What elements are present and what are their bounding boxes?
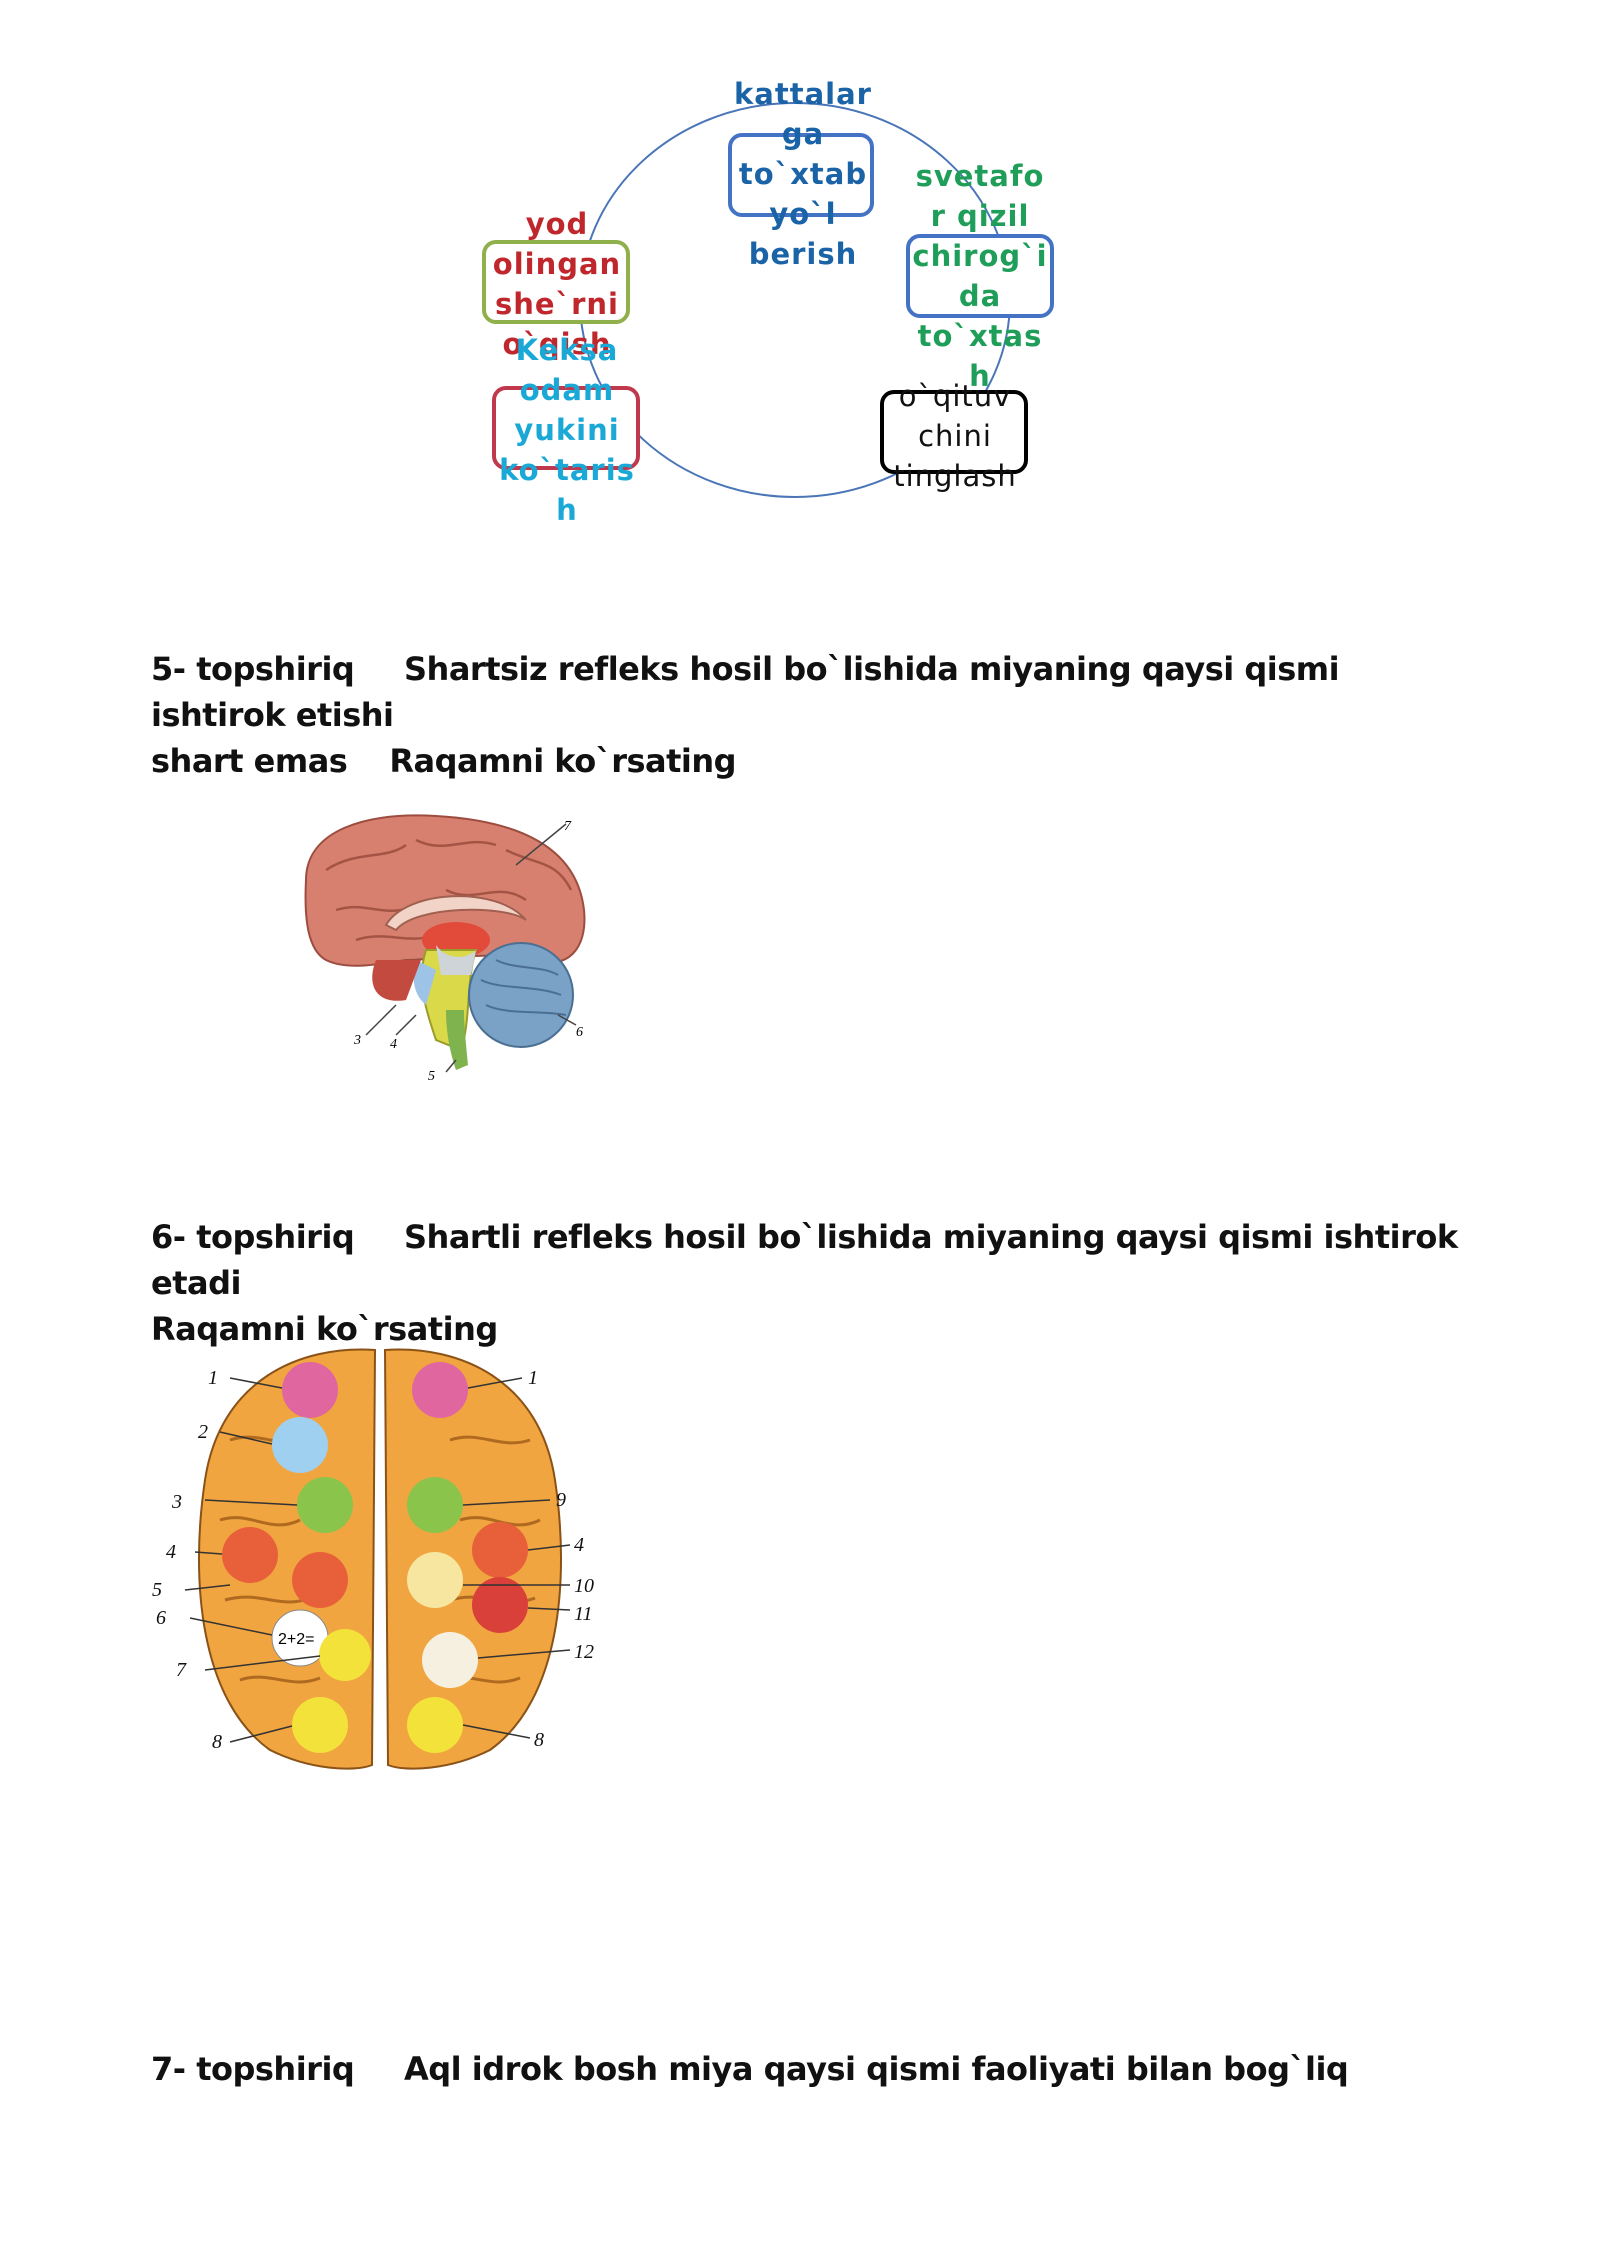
task-question: Shartsiz refleks hosil bo`lishida miyani… bbox=[151, 650, 1340, 734]
fig2-left-label-8: 8 bbox=[212, 1731, 222, 1753]
task-question-cont: shart emas bbox=[151, 742, 348, 780]
node-box-2 bbox=[906, 234, 1054, 318]
task-instruction: Raqamni ko`rsating bbox=[151, 1310, 498, 1348]
task-instruction: Raqamni ko`rsating bbox=[389, 742, 737, 780]
fig2-right-label-9: 9 bbox=[556, 1489, 566, 1511]
node-box-1 bbox=[728, 133, 874, 217]
node-box-3 bbox=[880, 390, 1028, 474]
node-5: Keksa odam yukini ko`taris h bbox=[499, 333, 635, 527]
brain-topview-image: 2+2= 1 2 3 4 5 6 7 8 bbox=[150, 1340, 610, 1780]
fig1-label-7: 7 bbox=[564, 819, 572, 834]
fig2-left-label-3: 3 bbox=[171, 1491, 182, 1513]
task-number: 7- topshiriq bbox=[151, 2050, 355, 2088]
fig2-formula: 2+2= bbox=[278, 1631, 314, 1648]
fig2-right-label-8: 8 bbox=[534, 1729, 544, 1751]
fig2-left-label-7: 7 bbox=[176, 1659, 187, 1681]
fig2-right-label-1: 1 bbox=[528, 1367, 538, 1389]
node-1: kattalar ga to`xtab yo`l berish bbox=[734, 77, 872, 271]
fig2-right-label-10: 10 bbox=[574, 1575, 594, 1597]
fig1-label-3: 3 bbox=[353, 1033, 361, 1048]
brain-sagittal-image: 7 3 4 5 6 bbox=[296, 810, 596, 1090]
fig2-left-label-1: 1 bbox=[208, 1367, 218, 1389]
task-7: 7- topshiriq Aql idrok bosh miya qaysi qi… bbox=[151, 2046, 1471, 2092]
fig2-right-label-12: 12 bbox=[574, 1641, 594, 1663]
fig2-left-label-5: 5 bbox=[152, 1579, 162, 1601]
fig2-right-label-4: 4 bbox=[574, 1534, 584, 1556]
node-3: o`qituv chini tinglash bbox=[893, 379, 1017, 493]
fig1-label-6: 6 bbox=[576, 1025, 583, 1040]
task-question: Aql idrok bosh miya qaysi qismi faoliyat… bbox=[404, 2050, 1349, 2088]
task-number: 5- topshiriq bbox=[151, 650, 355, 688]
node-2: svetafo r qizil chirog`i da to`xtas h bbox=[912, 159, 1048, 393]
cycle-diagram: kattalar ga to`xtab yo`l berish svetafo … bbox=[470, 60, 1090, 530]
task-number: 6- topshiriq bbox=[151, 1218, 355, 1256]
fig2-left-label-2: 2 bbox=[198, 1421, 208, 1443]
fig2-left-label-4: 4 bbox=[166, 1541, 176, 1563]
fig2-right-label-11: 11 bbox=[574, 1603, 593, 1625]
fig1-label-4: 4 bbox=[390, 1037, 397, 1052]
fig1-label-5: 5 bbox=[428, 1069, 435, 1084]
node-box-4 bbox=[482, 240, 630, 324]
node-4: yod olingan she`rni o`qish bbox=[492, 207, 622, 361]
fig2-left-label-6: 6 bbox=[156, 1607, 166, 1629]
task-question: Shartli refleks hosil bo`lishida miyanin… bbox=[151, 1218, 1458, 1302]
node-box-5 bbox=[492, 386, 640, 470]
